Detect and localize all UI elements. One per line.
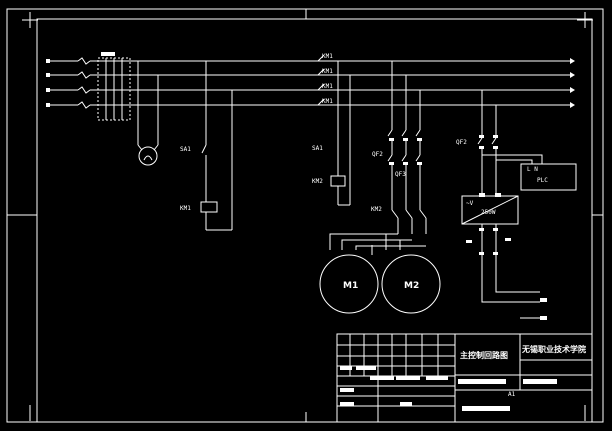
supply-terminals bbox=[46, 57, 91, 109]
plc-branch bbox=[461, 90, 577, 320]
km1-contact-column bbox=[317, 54, 351, 206]
drawing-title: 主控制回路图 bbox=[460, 350, 508, 360]
motor-m2 bbox=[381, 254, 441, 314]
motor-m1-label: M1 bbox=[343, 281, 358, 291]
km2-contacts-label: KM2 bbox=[371, 206, 382, 213]
motor-m1 bbox=[319, 254, 379, 314]
qf2-right-label: QF2 bbox=[456, 139, 467, 146]
main-isolator bbox=[97, 52, 131, 121]
km1-top-label-4: KM1 bbox=[322, 98, 333, 105]
plc-label: PLC bbox=[537, 177, 548, 184]
sheet-size: A1 bbox=[508, 391, 516, 398]
title-block bbox=[336, 333, 593, 423]
left-control-branch bbox=[200, 61, 233, 231]
motor-feeders bbox=[387, 61, 427, 234]
psu-box bbox=[461, 195, 519, 225]
qf3-label: QF3 bbox=[395, 171, 406, 178]
psu-label: 250W bbox=[481, 209, 496, 216]
inner-frame bbox=[36, 18, 593, 423]
motor-wiring bbox=[329, 233, 426, 255]
km1-top-label-3: KM1 bbox=[322, 83, 333, 90]
km2-coil-label: KM2 bbox=[312, 178, 323, 185]
motor-m2-label: M2 bbox=[404, 281, 419, 291]
km1-coil-label: KM1 bbox=[180, 205, 191, 212]
km1-top-label-2: KM1 bbox=[322, 68, 333, 75]
qf2-label: QF2 bbox=[372, 151, 383, 158]
school-name: 无锡职业技术学院 bbox=[521, 344, 586, 354]
sa1-left-label: SA1 bbox=[180, 146, 191, 153]
main-buses bbox=[90, 58, 575, 108]
left-meter-branch bbox=[137, 61, 159, 166]
plc-terminals-label: L N bbox=[527, 166, 538, 173]
plc-box bbox=[520, 163, 577, 191]
km1-top-label-1: KM1 bbox=[322, 53, 333, 60]
psu-voltage-label: ~V bbox=[466, 200, 474, 207]
sa1-right-label: SA1 bbox=[312, 145, 323, 152]
